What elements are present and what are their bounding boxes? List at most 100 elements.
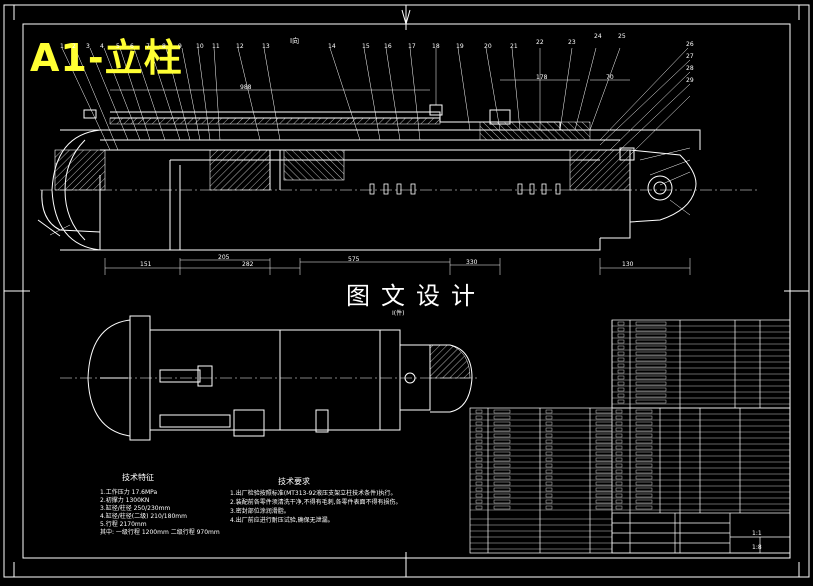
bom-cell-mark: [493, 475, 511, 480]
bom-cell-mark: [635, 399, 667, 404]
bom-cell-mark: [595, 457, 613, 462]
bom-cell-mark: [595, 409, 613, 414]
dim-70: 70: [606, 74, 614, 81]
bom-cell-mark: [635, 475, 653, 480]
bom-cell-mark: [493, 457, 511, 462]
view-label-2: I(件): [392, 310, 405, 317]
bom-cell-mark: [595, 421, 613, 426]
bom-cell-mark: [635, 369, 667, 374]
bom-cell-mark: [635, 351, 667, 356]
bom-cell-mark: [615, 457, 623, 462]
bom-cell-mark: [595, 481, 613, 486]
part-number-5: 5: [116, 43, 120, 50]
bom-cell-mark: [635, 333, 667, 338]
bom-cell-mark: [475, 457, 483, 462]
bom-cell-mark: [615, 427, 623, 432]
bom-cell-mark: [635, 439, 653, 444]
part-number-14: 14: [328, 43, 336, 50]
bom-cell-mark: [493, 505, 511, 510]
bom-cell-mark: [475, 445, 483, 450]
tech-req-line: 3.密封部位涂润滑脂。: [230, 508, 290, 515]
centering-marks: [4, 5, 809, 577]
bom-cell-mark: [493, 415, 511, 420]
bom-cell-mark: [635, 493, 653, 498]
bom-cell-mark: [475, 415, 483, 420]
bom-cell-mark: [595, 499, 613, 504]
bom-cell-mark: [635, 505, 653, 510]
dim-575: 575: [348, 256, 360, 263]
bom-cell-mark: [595, 469, 613, 474]
part-number-18: 18: [432, 43, 440, 50]
bom-cell-mark: [475, 481, 483, 486]
bom-cell-mark: [617, 345, 625, 350]
bom-cell-mark: [615, 451, 623, 456]
bom-cell-mark: [545, 469, 553, 474]
bom-cell-mark: [615, 475, 623, 480]
bom-cell-mark: [635, 387, 667, 392]
bom-cell-mark: [545, 415, 553, 420]
part-number-2: 2: [72, 43, 76, 50]
bom-cell-mark: [595, 505, 613, 510]
dim-988: 988: [240, 84, 252, 91]
part-number-29: 29: [686, 77, 694, 84]
bom-cell-mark: [635, 481, 653, 486]
part-number-27: 27: [686, 53, 694, 60]
tech-spec-line: 5.行程 2170mm: [100, 521, 147, 528]
sheet-text: 1:8: [752, 544, 762, 551]
dim-151: 151: [140, 261, 152, 268]
bom-cell-mark: [635, 321, 667, 326]
dim-178: 178: [536, 74, 548, 81]
bom-cell-mark: [615, 505, 623, 510]
dim-130: 130: [622, 261, 634, 268]
bom-cell-mark: [615, 487, 623, 492]
bom-cell-mark: [493, 469, 511, 474]
part-number-24: 24: [594, 33, 602, 40]
bom-cell-mark: [493, 493, 511, 498]
part-number-1: 1: [60, 43, 64, 50]
bom-cell-mark: [493, 421, 511, 426]
bom-cell-mark: [635, 445, 653, 450]
bom-cell-mark: [493, 433, 511, 438]
tech-spec-line: 1.工作压力 17.6MPa: [100, 489, 158, 496]
bom-cell-mark: [617, 381, 625, 386]
part-number-13: 13: [262, 43, 270, 50]
bom-cell-mark: [545, 457, 553, 462]
watermark-text: 图文设计: [342, 276, 490, 311]
bom-cell-mark: [545, 493, 553, 498]
bom-cell-mark: [545, 487, 553, 492]
bom-cell-mark: [545, 463, 553, 468]
bom-cell-mark: [545, 481, 553, 486]
tech-req-title: 技术要求: [278, 477, 310, 486]
bom-cell-mark: [617, 321, 625, 326]
bom-cell-mark: [595, 475, 613, 480]
bom-cell-mark: [595, 445, 613, 450]
tech-req-line: 1.出厂检验按照标准(MT313-92液压支架立柱技术条件)执行。: [230, 490, 397, 497]
bom-cell-mark: [595, 415, 613, 420]
dim-282: 282: [242, 261, 254, 268]
bom-cell-mark: [635, 345, 667, 350]
bom-cell-mark: [617, 357, 625, 362]
bom-cell-mark: [493, 481, 511, 486]
part-number-11: 11: [212, 43, 220, 50]
bom-cell-mark: [617, 339, 625, 344]
bom-cell-mark: [595, 427, 613, 432]
bom-cell-mark: [475, 433, 483, 438]
part-number-6: 6: [130, 43, 134, 50]
bom-cell-mark: [595, 439, 613, 444]
bom-cell-mark: [475, 505, 483, 510]
part-number-26: 26: [686, 41, 694, 48]
bom-cell-mark: [595, 487, 613, 492]
bom-cell-mark: [615, 469, 623, 474]
bom-cell-mark: [635, 381, 667, 386]
bom-cell-mark: [493, 487, 511, 492]
bom-cell-mark: [475, 439, 483, 444]
bom-cell-mark: [617, 351, 625, 356]
bom-cell-mark: [635, 327, 667, 332]
tech-req-line: 4.出厂前应进行耐压试验,确保无泄漏。: [230, 517, 334, 524]
bom-cell-mark: [475, 475, 483, 480]
bom-cell-mark: [615, 481, 623, 486]
bom-cell-mark: [635, 357, 667, 362]
bom-cell-mark: [545, 433, 553, 438]
part-number-4: 4: [100, 43, 104, 50]
bom-cell-mark: [545, 427, 553, 432]
